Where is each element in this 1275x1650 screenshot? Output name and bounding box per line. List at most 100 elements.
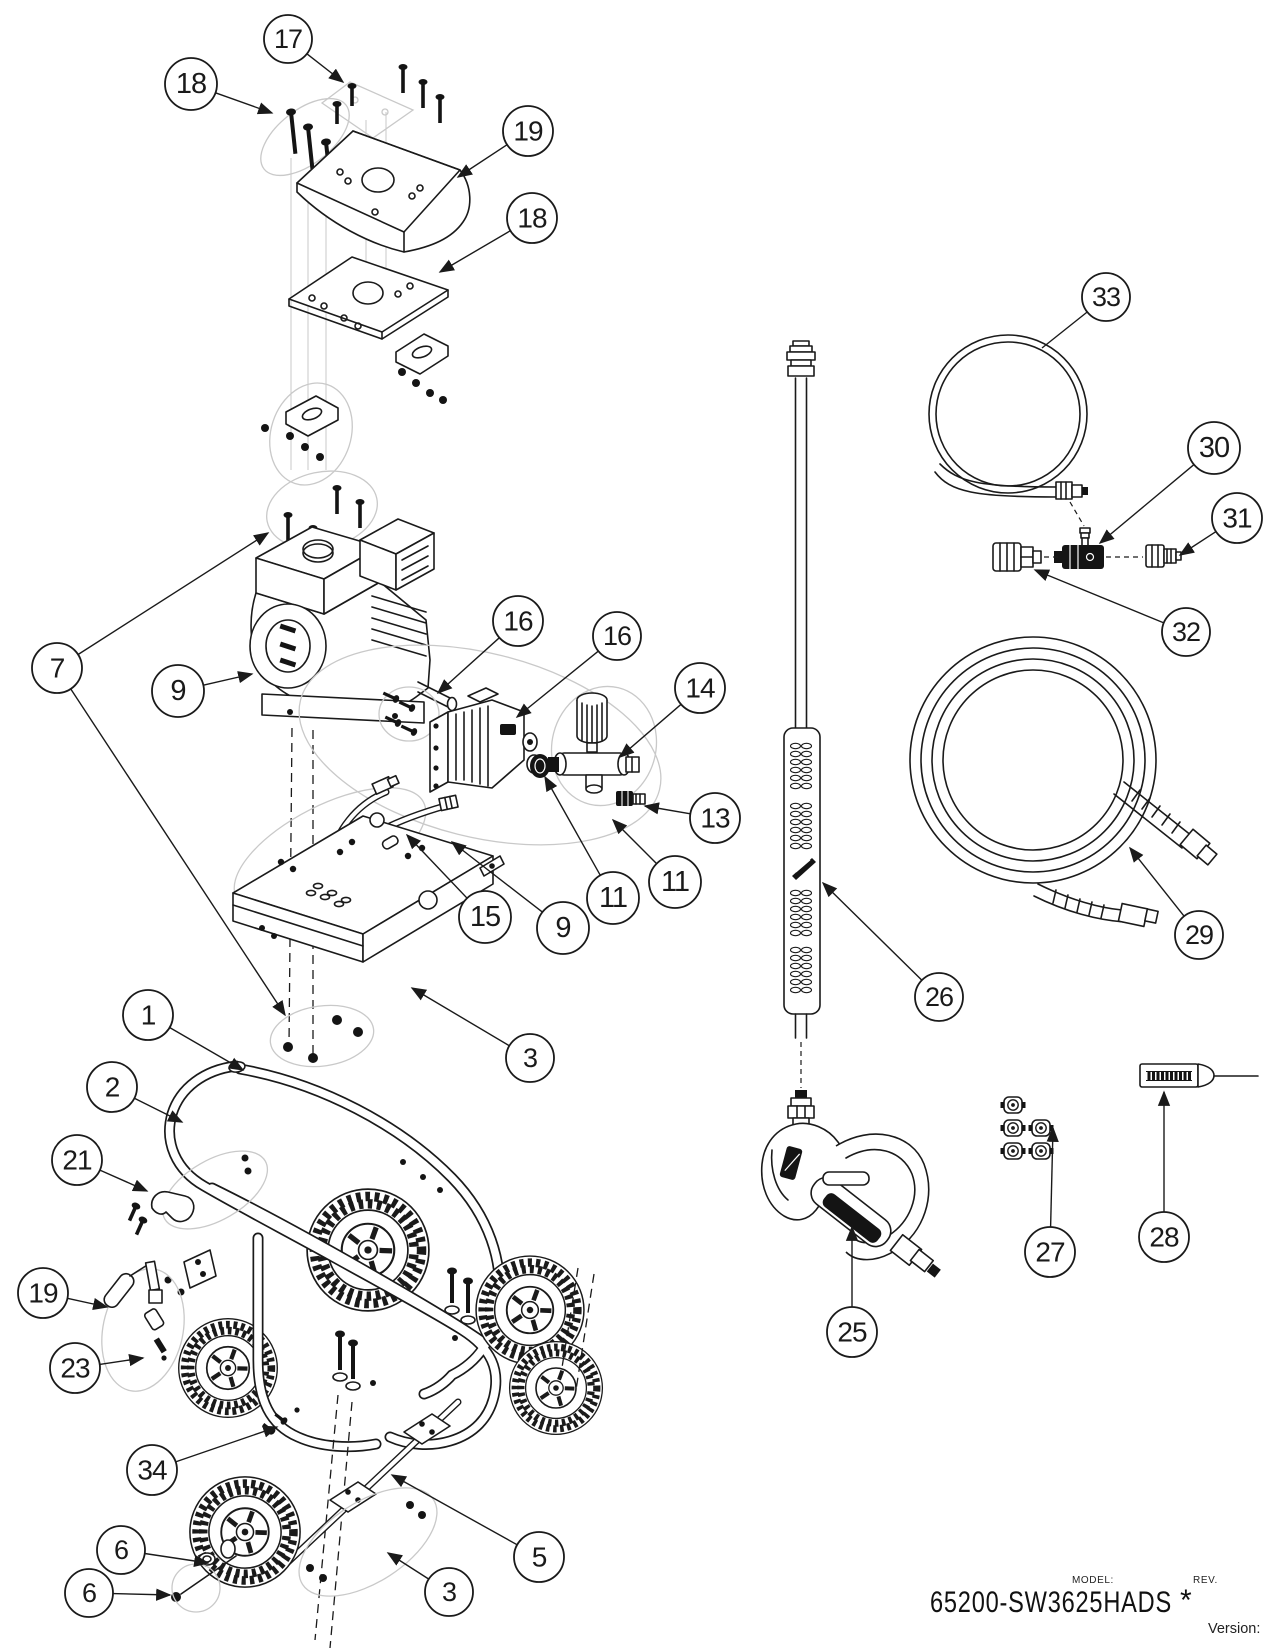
callout-32: 32	[1033, 569, 1211, 657]
frame-bracket	[164, 1249, 217, 1296]
svg-text:14: 14	[685, 673, 715, 704]
hook-21	[127, 1150, 269, 1236]
svg-text:28: 28	[1149, 1222, 1179, 1253]
callout-6: 6	[64, 1568, 172, 1618]
svg-text:26: 26	[925, 982, 953, 1012]
svg-text:33: 33	[1092, 282, 1120, 312]
svg-text:25: 25	[837, 1317, 867, 1348]
callout-13: 13	[643, 792, 741, 844]
svg-text:18: 18	[517, 203, 547, 234]
isolator-bracket-left	[261, 382, 353, 486]
model-number: 65200-SW3625HADS	[930, 1586, 1172, 1619]
engine-mount-assembly	[260, 64, 471, 486]
svg-text:1: 1	[141, 1000, 156, 1031]
callout-16: 16	[515, 611, 642, 718]
callout-11: 11	[611, 818, 702, 909]
callout-23: 23	[49, 1342, 145, 1394]
mount-screws-17	[332, 64, 445, 124]
svg-text:16: 16	[603, 621, 631, 651]
isolator-bracket-right	[395, 333, 449, 404]
pump-bolts-16	[378, 686, 440, 742]
svg-text:29: 29	[1185, 920, 1213, 950]
belt-cover-19	[296, 130, 471, 253]
cleaning-tool-28	[1139, 1063, 1259, 1088]
svg-text:5: 5	[532, 1542, 547, 1573]
svg-text:13: 13	[700, 803, 730, 834]
callout-17: 17	[263, 14, 345, 83]
callout-19: 19	[456, 105, 554, 178]
pump	[429, 687, 542, 793]
rev-value: *	[1180, 1584, 1193, 1617]
svg-text:6: 6	[82, 1578, 96, 1608]
svg-text:2: 2	[105, 1072, 120, 1103]
axle-bar-5	[283, 1398, 462, 1567]
axle-bolts-left	[314, 1330, 376, 1649]
svg-text:7: 7	[50, 653, 65, 684]
svg-text:6: 6	[114, 1535, 128, 1565]
tee-fitting-30	[1054, 527, 1104, 569]
svg-text:19: 19	[28, 1278, 58, 1309]
callout-29: 29	[1129, 846, 1224, 960]
frame-tubes	[164, 1060, 506, 1453]
callout-27: 27	[1024, 1126, 1076, 1278]
callout-31: 31	[1178, 492, 1263, 556]
callout-18: 18	[164, 57, 274, 115]
wheel-front-right	[510, 1342, 603, 1435]
inlet-fitting-13	[616, 791, 646, 806]
mount-plate-18	[288, 256, 449, 340]
svg-text:32: 32	[1172, 617, 1200, 647]
cart-frame-group	[101, 1060, 603, 1649]
lance-26	[783, 340, 821, 1088]
lock-pin-23	[143, 1308, 167, 1361]
axle-bolts-right	[444, 1267, 595, 1391]
svg-text:23: 23	[60, 1353, 90, 1384]
svg-text:17: 17	[274, 24, 302, 54]
svg-text:9: 9	[170, 675, 185, 707]
footer: MODEL: 65200-SW3625HADS * REV. Version:	[930, 1575, 1260, 1637]
unloader-valve-14	[548, 692, 640, 794]
svg-text:16: 16	[503, 606, 533, 637]
svg-text:18: 18	[176, 68, 206, 100]
lance-logo	[792, 858, 816, 880]
callout-18: 18	[438, 192, 558, 273]
svg-text:34: 34	[137, 1455, 167, 1486]
svg-text:27: 27	[1035, 1237, 1065, 1268]
callout-16: 16	[436, 595, 544, 695]
hose-fittings	[992, 501, 1182, 572]
callout-14: 14	[618, 662, 726, 759]
callout-34: 34	[126, 1425, 279, 1496]
svg-text:11: 11	[599, 882, 627, 914]
spray-gun-25	[760, 1090, 941, 1278]
svg-text:21: 21	[62, 1145, 92, 1176]
plate-hardware-holes	[269, 1004, 375, 1068]
base-plate-3	[232, 812, 505, 1068]
version-label: Version:	[1208, 1621, 1260, 1637]
outlet-fitting-11	[530, 754, 550, 778]
nipple-fitting-31	[1145, 544, 1182, 568]
callout-1: 1	[122, 989, 245, 1071]
callout-5: 5	[390, 1474, 565, 1583]
svg-text:3: 3	[442, 1577, 456, 1607]
callout-9: 9	[450, 841, 590, 955]
callout-28: 28	[1138, 1090, 1190, 1263]
callout-21: 21	[51, 1134, 149, 1192]
callout-33: 33	[1041, 272, 1131, 349]
svg-text:31: 31	[1222, 503, 1252, 534]
svg-text:9: 9	[555, 912, 570, 944]
callout-25: 25	[826, 1225, 878, 1358]
wheel-exploded-6	[171, 1477, 300, 1613]
svg-text:30: 30	[1199, 432, 1229, 464]
model-label: MODEL:	[1072, 1575, 1114, 1586]
callout-2: 2	[86, 1061, 184, 1123]
callout-30: 30	[1098, 421, 1241, 544]
callout-26: 26	[821, 881, 964, 1022]
callout-3: 3	[386, 1552, 474, 1617]
callout-3: 3	[410, 987, 555, 1083]
callout-9: 9	[151, 664, 254, 718]
svg-text:15: 15	[470, 901, 500, 933]
pressure-hose-29	[909, 636, 1218, 928]
callout-15: 15	[405, 833, 512, 944]
